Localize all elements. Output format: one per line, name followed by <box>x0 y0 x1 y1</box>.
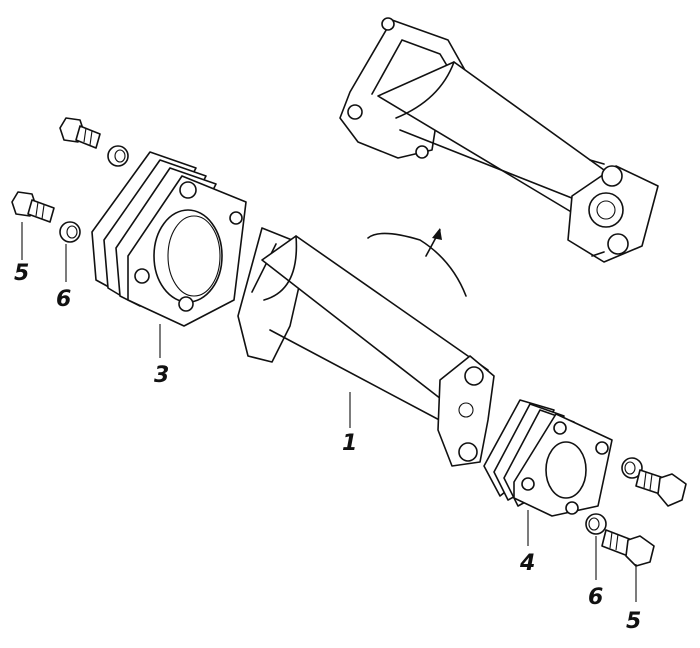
washer-part-6-right <box>585 513 607 535</box>
callout-1: 1 <box>342 431 357 456</box>
bracket-arm-part-1 <box>237 227 495 467</box>
callout-6-right: 6 <box>588 585 603 610</box>
callout-5-left: 5 <box>14 261 29 286</box>
gasket-stack-part-3 <box>91 151 247 327</box>
callout-3: 3 <box>154 363 169 388</box>
bolt-part-5-left <box>11 191 55 223</box>
callout-5-right: 5 <box>626 609 641 634</box>
washer-right-upper <box>621 457 643 479</box>
washer-part-6-left <box>59 221 81 243</box>
callout-4: 4 <box>519 551 535 576</box>
leader-lines <box>21 222 637 602</box>
direction-arrow <box>367 228 467 297</box>
washer-top-left <box>107 145 129 167</box>
bolt-part-5-right <box>601 529 655 567</box>
bolt-right-upper <box>635 469 687 507</box>
assembled-bracket-view <box>339 17 659 263</box>
bolt-top-left <box>59 117 101 149</box>
gasket-stack-part-4 <box>483 399 613 517</box>
callout-6-left: 6 <box>56 287 71 312</box>
